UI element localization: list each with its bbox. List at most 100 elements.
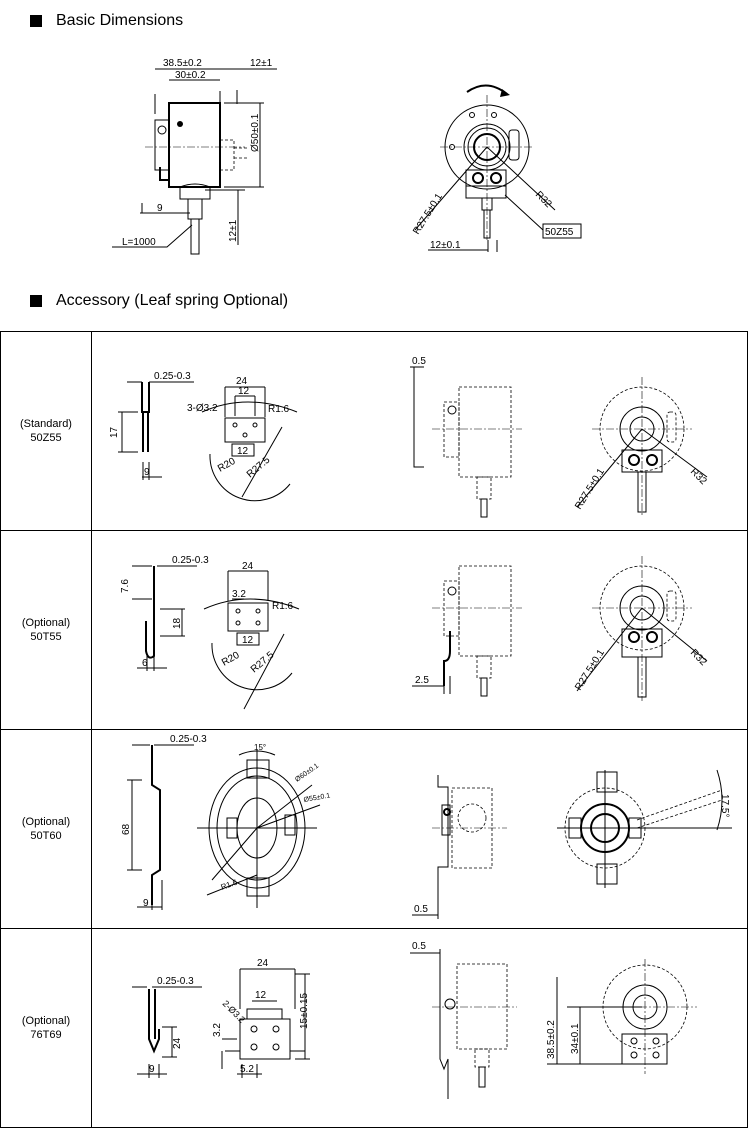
dim-angle: 15° xyxy=(254,743,266,752)
spring-plate-view xyxy=(201,386,298,502)
dim-r-small: R1.6 xyxy=(272,601,294,612)
dim-flange: 9 xyxy=(157,203,163,214)
dim-mount-radius: R27.5±0.1 xyxy=(573,466,607,511)
table-row: (Standard) 50Z55 0.25-0.3 17 9 24 12 3-Ø… xyxy=(0,331,748,531)
spring-type-cell: (Optional) 76T69 xyxy=(0,928,92,1128)
dim-h32: 3.2 xyxy=(212,1023,223,1037)
encoder-side-view xyxy=(412,565,522,697)
dim-depth: 9 xyxy=(143,898,149,909)
type-label: (Optional) xyxy=(21,1015,71,1027)
dim-inner: 12 xyxy=(237,446,249,457)
spring-type-cell: (Optional) 50T55 xyxy=(0,530,92,730)
drawing-cell: 0.25-0.3 17 9 24 12 3-Ø3.2 R1.6 12 R20 R… xyxy=(91,331,748,531)
dim-depth: 9 xyxy=(149,1064,155,1075)
type-label: (Standard) xyxy=(20,418,72,430)
type-code: 50Z55 xyxy=(30,432,62,444)
spring-plate-view xyxy=(203,570,300,710)
dim-r20: R20 xyxy=(220,650,242,669)
accessory-table: (Standard) 50Z55 0.25-0.3 17 9 24 12 3-Ø… xyxy=(0,331,748,1128)
bullet-square-icon xyxy=(30,295,42,307)
dim-width: 24 xyxy=(257,958,269,969)
dim-hole-spacing: 12 xyxy=(238,386,250,397)
dim-hole-spacing: 12 xyxy=(255,990,267,1001)
dim-cable-length: L=1000 xyxy=(122,237,156,248)
bullet-square-icon xyxy=(30,15,42,27)
table-row: (Optional) 50T55 0.25-0.3 7.6 18 6 24 3.… xyxy=(0,530,748,730)
accessory-heading: Accessory (Leaf spring Optional) xyxy=(30,292,288,310)
dim-total-length: 38.5±0.2 xyxy=(163,58,202,69)
spring-plate-view xyxy=(197,750,321,908)
dim-gap: 0.25-0.3 xyxy=(170,734,207,745)
dim-gap: 0.25-0.3 xyxy=(157,976,194,987)
encoder-front-view xyxy=(547,959,697,1074)
drawing-cell: 0.25-0.3 68 9 15° Ø60±0.1 Ø55±0.1 R1.6 xyxy=(91,729,748,929)
encoder-side-view xyxy=(410,949,517,1099)
dim-gap: 0.25-0.3 xyxy=(172,555,209,566)
encoder-front-view xyxy=(576,377,708,517)
dim-h385: 38.5±0.2 xyxy=(546,1020,557,1059)
spring-type-cell: (Standard) 50Z55 xyxy=(0,331,92,531)
dim-depth: 9 xyxy=(144,467,150,478)
table-row: (Optional) 76T69 0.25-0.3 24 9 24 2-Ø3.2 xyxy=(0,928,748,1128)
dim-h34: 34±0.1 xyxy=(570,1023,581,1054)
dim-offset: 2.5 xyxy=(415,675,429,686)
drawing-cell: 0.25-0.3 24 9 24 2-Ø3.2 12 15±0.15 3.2 5… xyxy=(91,928,748,1128)
dim-width: 24 xyxy=(242,561,254,572)
leaf-spring-50z55-drawing: 0.25-0.3 17 9 24 12 3-Ø3.2 R1.6 12 R20 R… xyxy=(109,356,709,518)
dim-outer-radius: R32 xyxy=(688,466,709,487)
basic-dimensions-drawing: 38.5±0.2 30±0.2 12±1 Ø50±0.1 9 L=1000 12… xyxy=(112,58,582,255)
encoder-side-view xyxy=(410,366,522,518)
type-label: (Optional) xyxy=(21,617,71,629)
type-code: 50T55 xyxy=(30,631,62,643)
dim-r-small: R1.6 xyxy=(220,877,239,891)
dim-outer-radius: R32 xyxy=(688,647,709,668)
dim-angle-2: 17.5° xyxy=(719,794,730,817)
dim-offset: 0.5 xyxy=(412,356,426,367)
encoder-side-view xyxy=(112,68,277,255)
dim-clamp-width: 12±0.1 xyxy=(430,240,461,251)
leaf-spring-50t55-drawing: 0.25-0.3 7.6 18 6 24 3.2 R1.6 12 R20 R27… xyxy=(120,555,709,710)
leaf-spring-50t60-drawing: 0.25-0.3 68 9 15° Ø60±0.1 Ø55±0.1 R1.6 xyxy=(121,734,732,919)
dim-width: 24 xyxy=(236,376,248,387)
encoder-front-view xyxy=(557,769,732,888)
dim-r20: R20 xyxy=(216,456,238,475)
basic-dimensions-heading: Basic Dimensions xyxy=(30,12,183,30)
leaf-spring-76t69-drawing: 0.25-0.3 24 9 24 2-Ø3.2 12 15±0.15 3.2 5… xyxy=(132,941,697,1099)
dim-w52: 5.2 xyxy=(240,1064,254,1075)
heading-text: Basic Dimensions xyxy=(56,12,184,29)
dim-height: 18 xyxy=(172,617,183,629)
spring-type-callout: 50Z55 xyxy=(545,227,574,238)
dim-mount-radius: R27.5±0.1 xyxy=(411,191,445,236)
encoder-front-view xyxy=(576,556,708,701)
dim-holes: 3-Ø3.2 xyxy=(187,403,218,414)
dim-height: 17 xyxy=(109,426,120,438)
encoder-side-view xyxy=(412,775,507,919)
dim-d55: Ø55±0.1 xyxy=(303,792,331,804)
dim-d60: Ø60±0.1 xyxy=(294,762,320,783)
dim-cable-height: 12±1 xyxy=(228,219,239,242)
dim-hole: 3.2 xyxy=(232,589,246,600)
dim-r275: R27.5 xyxy=(249,649,277,675)
drawing-cell: 0.25-0.3 7.6 18 6 24 3.2 R1.6 12 R20 R27… xyxy=(91,530,748,730)
dim-height-top: 7.6 xyxy=(120,579,131,593)
type-label: (Optional) xyxy=(21,816,71,828)
dim-r275: R27.5 xyxy=(245,454,273,480)
dim-mount-radius: R27.5±0.1 xyxy=(573,647,607,692)
heading-text: Accessory (Leaf spring Optional) xyxy=(56,292,289,309)
dim-height: 24 xyxy=(172,1037,183,1049)
dim-offset: 0.5 xyxy=(412,941,426,952)
type-code: 76T69 xyxy=(30,1029,62,1041)
dim-offset: 0.5 xyxy=(414,904,428,915)
dim-cable-offset: 12±1 xyxy=(250,58,273,69)
dim-r-small: R1.6 xyxy=(268,404,290,415)
dim-gap: 0.25-0.3 xyxy=(154,371,191,382)
dim-depth: 6 xyxy=(142,658,148,669)
dim-inner: 12 xyxy=(242,635,254,646)
dim-diameter: Ø50±0.1 xyxy=(250,113,261,152)
dim-holes: 2-Ø3.2 xyxy=(221,998,248,1025)
dim-body-length: 30±0.2 xyxy=(175,70,206,81)
type-code: 50T60 xyxy=(30,830,62,842)
dim-h15: 15±0.15 xyxy=(299,992,310,1029)
encoder-front-view xyxy=(414,84,556,252)
spring-type-cell: (Optional) 50T60 xyxy=(0,729,92,929)
